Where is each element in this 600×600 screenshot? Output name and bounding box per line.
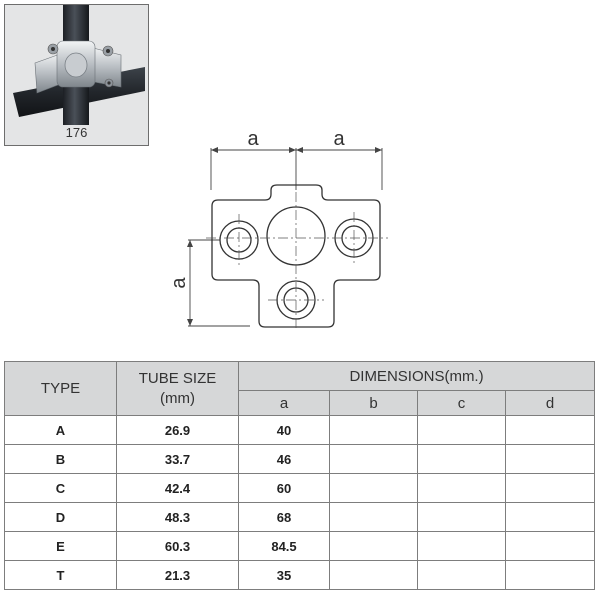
cell-c [417, 531, 506, 561]
cell-a: 84.5 [238, 531, 330, 561]
cell-type: B [4, 444, 117, 474]
cell-c [417, 560, 506, 590]
cell-c [417, 444, 506, 474]
cell-tube-size: 21.3 [116, 560, 239, 590]
cell-a: 68 [238, 502, 330, 532]
cell-d [504, 415, 596, 445]
header-col-c: c [417, 390, 506, 416]
cell-b [329, 502, 418, 532]
table-row: B 33.7 46 [4, 444, 596, 474]
cell-a: 35 [238, 560, 330, 590]
cell-c [417, 473, 506, 503]
cell-c [417, 415, 506, 445]
cell-type: T [4, 560, 117, 590]
cell-tube-size: 42.4 [116, 473, 239, 503]
cell-a: 60 [238, 473, 330, 503]
cell-type: A [4, 415, 117, 445]
cell-d [504, 473, 596, 503]
table-row: C 42.4 60 [4, 473, 596, 503]
fitting-photo [13, 5, 145, 125]
cell-type: D [4, 502, 117, 532]
table-row: D 48.3 68 [4, 502, 596, 532]
cell-tube-size: 60.3 [116, 531, 239, 561]
cell-d [504, 444, 596, 474]
cell-b [329, 444, 418, 474]
cell-d [504, 502, 596, 532]
cell-tube-size: 48.3 [116, 502, 239, 532]
table-row: T 21.3 35 [4, 560, 596, 590]
header-tube-size: TUBE SIZE (mm) [116, 361, 239, 416]
table-row: A 26.9 40 [4, 415, 596, 445]
header-dimensions: DIMENSIONS(mm.) [237, 361, 596, 391]
header-type: TYPE [4, 361, 117, 416]
table-row: E 60.3 84.5 [4, 531, 596, 561]
dimension-label-top-left: a [247, 130, 259, 150]
technical-drawing: a a a [170, 130, 388, 330]
cell-b [329, 531, 418, 561]
product-code: 176 [65, 125, 88, 140]
cell-tube-size: 33.7 [116, 444, 239, 474]
cell-b [329, 473, 418, 503]
dimensions-table: TYPE TUBE SIZE (mm) DIMENSIONS(mm.) a b … [4, 361, 596, 590]
cell-d [504, 531, 596, 561]
header-col-a: a [238, 390, 330, 416]
cell-a: 40 [238, 415, 330, 445]
dimension-label-top-right: a [333, 130, 345, 150]
product-photo-panel: 176 [4, 4, 149, 146]
fitting-outline [211, 184, 381, 328]
cell-d [504, 560, 596, 590]
cell-b [329, 560, 418, 590]
dimension-label-side: a [170, 277, 190, 289]
cell-b [329, 415, 418, 445]
cell-type: C [4, 473, 117, 503]
cell-c [417, 502, 506, 532]
header-col-d: d [504, 390, 596, 416]
cell-type: E [4, 531, 117, 561]
cell-tube-size: 26.9 [116, 415, 239, 445]
cell-a: 46 [238, 444, 330, 474]
header-col-b: b [329, 390, 418, 416]
